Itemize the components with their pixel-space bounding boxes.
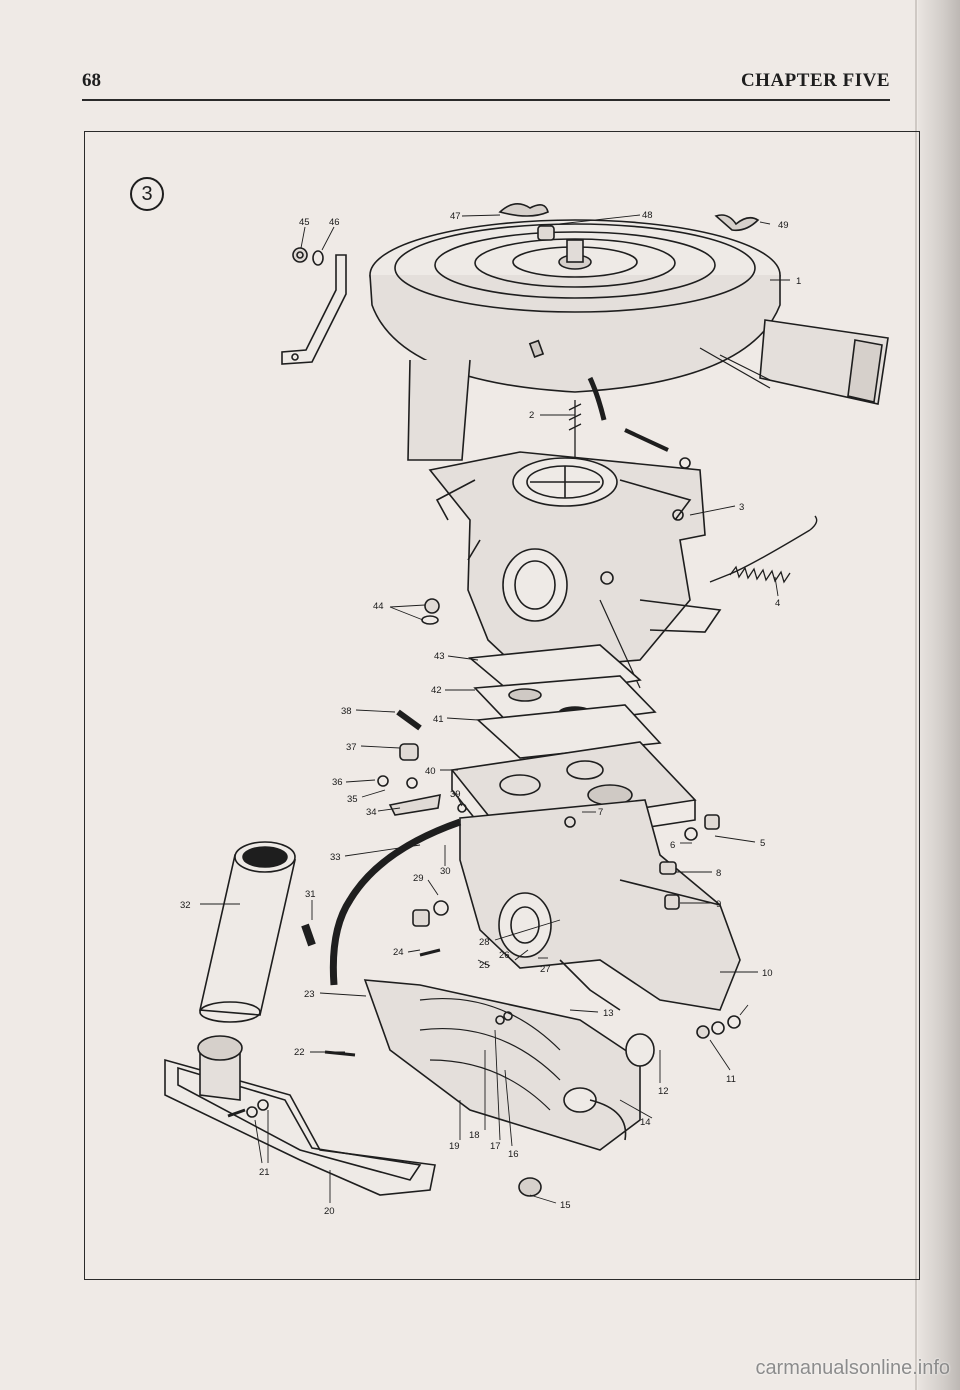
callout-46: 46 (329, 217, 340, 228)
callout-12: 12 (658, 1086, 669, 1097)
callout-1: 1 (796, 276, 801, 287)
callout-29: 29 (413, 873, 424, 884)
callout-36: 36 (332, 777, 343, 788)
callout-13: 13 (603, 1008, 614, 1019)
callout-24: 24 (393, 947, 404, 958)
hose-drawing (329, 818, 462, 986)
page-edge-line (915, 0, 917, 1390)
callout-23: 23 (304, 989, 315, 1000)
callout-30: 30 (440, 866, 451, 877)
callout-17: 17 (490, 1141, 501, 1152)
callout-20: 20 (324, 1206, 335, 1217)
callout-7: 7 (598, 807, 603, 818)
callout-41: 41 (433, 714, 444, 725)
callout-11: 11 (726, 1074, 736, 1085)
bracket-drawing (281, 247, 347, 365)
callout-47: 47 (450, 211, 461, 222)
callout-19: 19 (449, 1141, 460, 1152)
callout-33: 33 (330, 852, 341, 863)
callout-21: 21 (259, 1167, 270, 1178)
carburetor-drawing (428, 428, 722, 689)
small-parts-drawing (227, 598, 741, 1197)
page-number: 68 (82, 70, 101, 91)
tube-drawing (199, 841, 296, 1023)
figure-frame (84, 131, 920, 1280)
callout-leaders (200, 214, 790, 1204)
air-cleaner-drawing (369, 219, 889, 461)
callout-28: 28 (479, 937, 490, 948)
spring-drawing (709, 515, 818, 584)
callout-44: 44 (373, 601, 384, 612)
callout-43: 43 (434, 651, 445, 662)
callout-16: 16 (508, 1149, 519, 1160)
callout-37: 37 (346, 742, 357, 753)
base-plate-drawing (164, 1035, 436, 1196)
callout-15: 15 (560, 1200, 571, 1211)
callout-2: 2 (529, 410, 534, 421)
callout-18: 18 (469, 1130, 480, 1141)
watermark: carmanualsonline.info (755, 1357, 950, 1379)
callout-49: 49 (778, 220, 789, 231)
callout-42: 42 (431, 685, 442, 696)
callout-34: 34 (366, 807, 377, 818)
callout-5: 5 (760, 838, 765, 849)
gasket-stack-drawing (450, 644, 697, 851)
top-hardware-drawing (498, 203, 760, 468)
callout-25: 25 (479, 960, 490, 971)
figure-number-badge: 3 (130, 177, 164, 211)
callout-48: 48 (642, 210, 653, 221)
intake-manifold-drawing (459, 799, 741, 1011)
callout-8: 8 (716, 868, 721, 879)
callout-31: 31 (305, 889, 316, 900)
callout-labels: 1 2 3 4 5 6 7 8 9 10 11 12 13 14 15 16 1… (180, 210, 801, 1217)
callout-27: 27 (540, 964, 551, 975)
callout-22: 22 (294, 1047, 305, 1058)
page-edge-shadow (918, 0, 960, 1390)
header-rule (82, 99, 890, 101)
callout-4: 4 (775, 598, 780, 609)
callout-35: 35 (347, 794, 358, 805)
callout-32: 32 (180, 900, 191, 911)
callout-3: 3 (739, 502, 744, 513)
callout-6: 6 (670, 840, 675, 851)
callout-9: 9 (716, 899, 721, 910)
callout-45: 45 (299, 217, 310, 228)
heater-box-drawing (363, 979, 655, 1151)
chapter-title: CHAPTER FIVE (740, 70, 890, 91)
callout-39: 39 (450, 789, 461, 800)
callout-14: 14 (640, 1117, 651, 1128)
callout-40: 40 (425, 766, 436, 777)
callout-10: 10 (762, 968, 773, 979)
callout-26: 26 (499, 950, 510, 961)
callout-38: 38 (341, 706, 352, 717)
